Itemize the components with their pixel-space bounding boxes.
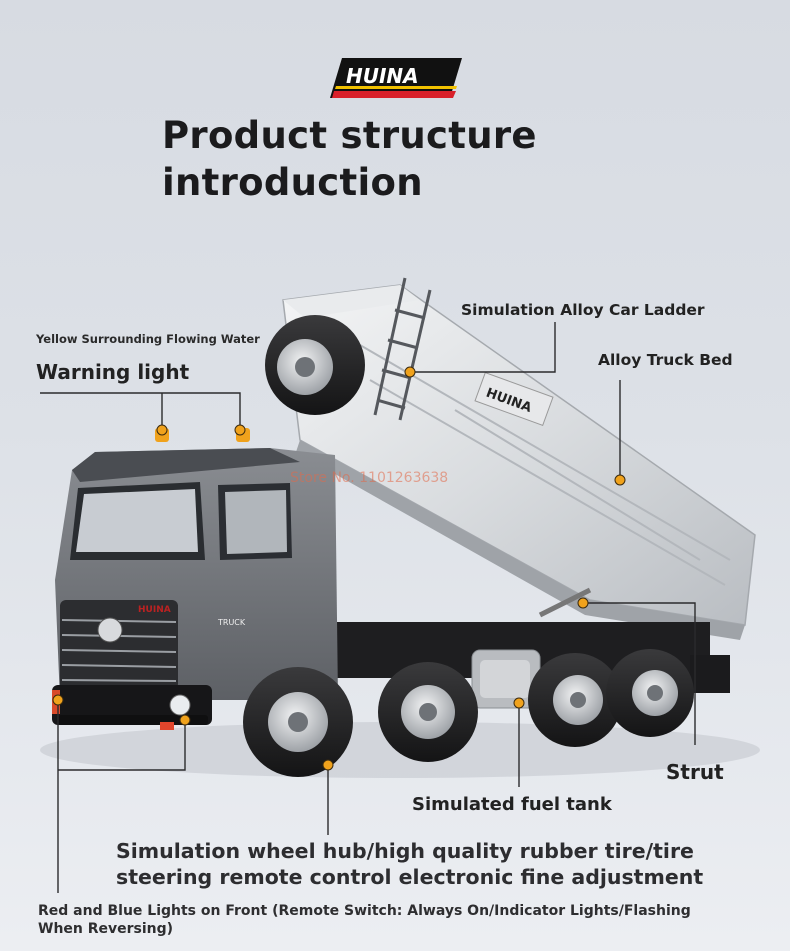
title-line-1: Product structure — [162, 114, 537, 157]
fuel-tank — [471, 649, 541, 709]
door-text: TRUCK — [217, 618, 246, 627]
alloy-car-ladder — [373, 277, 432, 421]
alloy-truck-bed: HUINA — [282, 284, 756, 640]
wheel-rear-1 — [528, 653, 622, 747]
huina-logo: HUINA — [330, 58, 462, 98]
wheel-hub-label-line-1: Simulation wheel hub/high quality rubber… — [116, 839, 694, 863]
warning-light-caption: Yellow Surrounding Flowing Water — [36, 332, 260, 346]
wheel-hub-label-line-2: steering remote control electronic fine … — [116, 865, 704, 889]
wheel-rear-2 — [606, 649, 694, 737]
logo-text: HUINA — [346, 64, 419, 88]
front-lights-label: Red and Blue Lights on Front (Remote Swi… — [38, 903, 691, 937]
page-title: Product structure introduction — [162, 112, 537, 206]
truck-bed-label: Alloy Truck Bed — [598, 351, 733, 369]
wheel-front-1 — [243, 667, 353, 777]
grille-logo: HUINA — [138, 605, 171, 615]
watermark: Store No. 1101263638 — [290, 470, 448, 486]
title-line-2: introduction — [162, 161, 423, 204]
warning-light-label: Warning light — [36, 360, 190, 384]
strut-label: Strut — [666, 760, 724, 784]
cab: HUINA TRUCK — [52, 448, 338, 730]
wheel-front-2 — [378, 662, 478, 762]
callout-dots — [52, 366, 626, 771]
headlight — [169, 694, 191, 716]
callout-lines — [40, 322, 696, 893]
ladder-label: Simulation Alloy Car Ladder — [461, 301, 705, 319]
wheel-hub-label: Simulation wheel hub/high quality rubber… — [116, 838, 703, 890]
fuel-tank-label: Simulated fuel tank — [412, 794, 612, 815]
strut — [538, 587, 592, 618]
spare-tire — [265, 315, 365, 415]
